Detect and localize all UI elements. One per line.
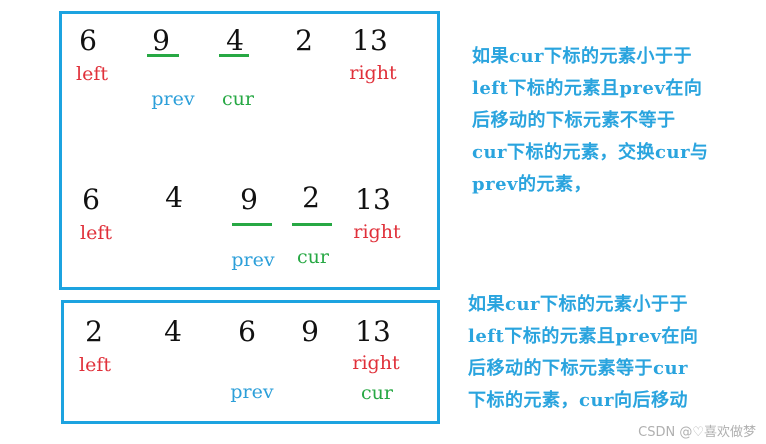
top-explanation-text: 如果cur下标的元素小于于 left下标的元素且prev在向 后移动的下标元素不… [472,46,709,195]
bottom-explanation-text: 如果cur下标的元素小于于 left下标的元素且prev在向 后移动的下标元素等… [468,294,699,411]
step3-element-1: 4 [164,315,182,348]
step1-element-2: 4 [226,24,244,57]
step1-element-1: 9 [152,24,170,57]
watermark: CSDN @♡喜欢做梦 [638,425,756,440]
step2-cur-underline [292,223,332,226]
step3-cur-pointer: cur [361,382,393,404]
step2-element-2: 9 [240,183,258,216]
step1-cur-underline [219,54,249,57]
step2-element-0: 6 [82,183,100,216]
step2-prev-underline [232,223,272,226]
step1-left-pointer: left [76,63,108,85]
bottom-diagram-box [61,300,440,424]
step1-prev-underline [147,54,179,57]
step1-element-4: 13 [352,24,388,57]
step2-right-pointer: right [353,221,401,243]
step2-prev-pointer: prev [231,249,275,271]
step2-element-1: 4 [165,181,183,214]
step2-cur-pointer: cur [297,246,329,268]
step1-prev-pointer: prev [151,88,195,110]
step3-left-pointer: left [79,354,111,376]
step1-element-0: 6 [79,24,97,57]
step1-right-pointer: right [349,62,397,84]
step3-right-pointer: right [352,352,400,374]
step3-prev-pointer: prev [230,381,274,403]
step2-left-pointer: left [80,222,112,244]
step2-element-4: 13 [355,183,391,216]
step3-element-2: 6 [238,315,256,348]
step3-element-4: 13 [355,315,391,348]
step3-element-3: 9 [301,315,319,348]
top-diagram-box [59,11,440,290]
step1-cur-pointer: cur [222,88,254,110]
step3-element-0: 2 [85,315,103,348]
step1-element-3: 2 [295,24,313,57]
step2-element-3: 2 [302,181,320,214]
